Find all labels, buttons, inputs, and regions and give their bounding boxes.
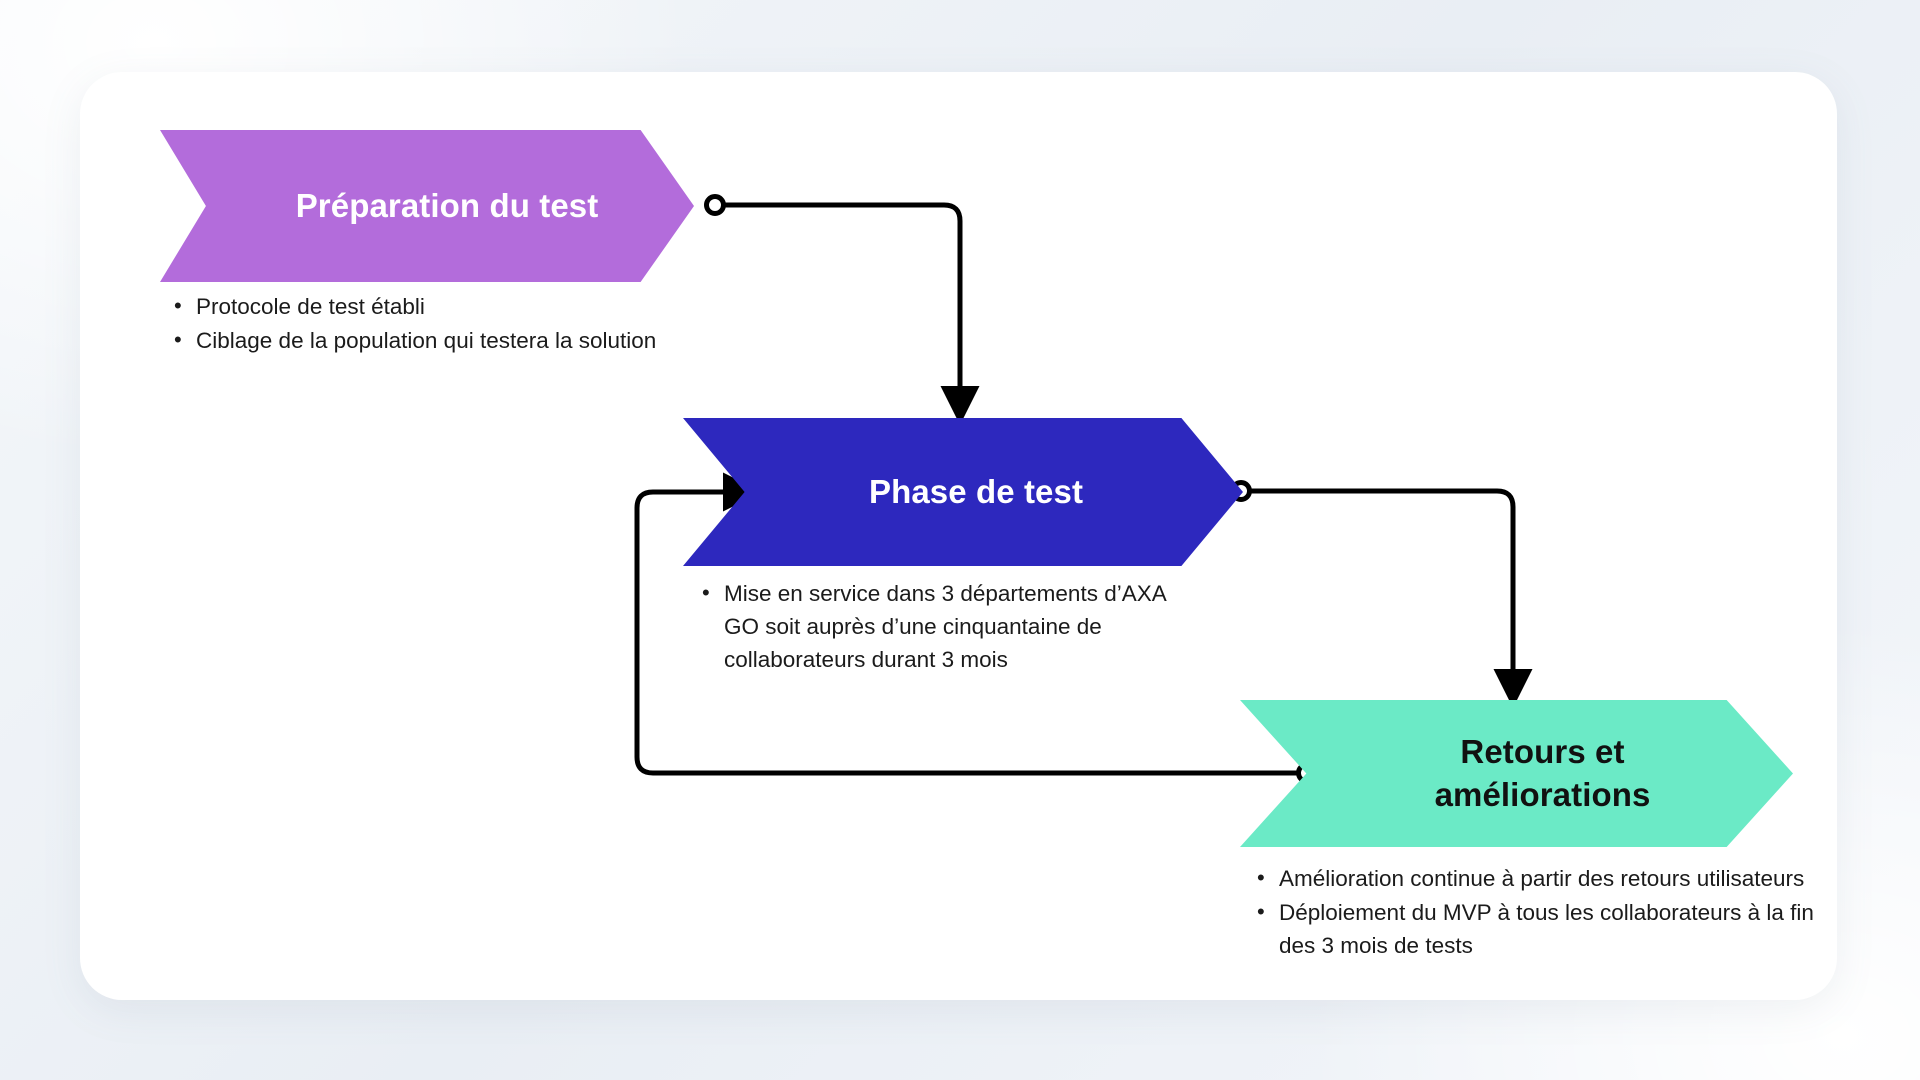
bullets-preparation: Protocole de test établi Ciblage de la p… bbox=[172, 289, 792, 358]
list-item: Ciblage de la population qui testera la … bbox=[172, 323, 792, 357]
list-item: Protocole de test établi bbox=[172, 289, 792, 323]
node-preparation-du-test[interactable]: Préparation du test bbox=[160, 130, 694, 282]
bullets-phase-de-test: Mise en service dans 3 départements d’AX… bbox=[700, 576, 1200, 677]
list-item: Déploiement du MVP à tous les collaborat… bbox=[1255, 895, 1825, 962]
node-preparation-label: Préparation du test bbox=[295, 187, 599, 224]
node-retours-label-line2: améliorations bbox=[1434, 775, 1651, 813]
node-phase-de-test[interactable]: Phase de test bbox=[683, 418, 1243, 566]
node-retours-et-ameliorations[interactable]: Retours et améliorations bbox=[1240, 700, 1793, 847]
node-phase-label: Phase de test bbox=[868, 473, 1084, 510]
node-retours-label-line1: Retours et bbox=[1460, 732, 1625, 770]
bullets-retours: Amélioration continue à partir des retou… bbox=[1255, 861, 1825, 963]
list-item: Mise en service dans 3 départements d’AX… bbox=[700, 576, 1200, 676]
node-retours-label: Retours et améliorations bbox=[1435, 731, 1651, 817]
list-item: Amélioration continue à partir des retou… bbox=[1255, 861, 1825, 895]
